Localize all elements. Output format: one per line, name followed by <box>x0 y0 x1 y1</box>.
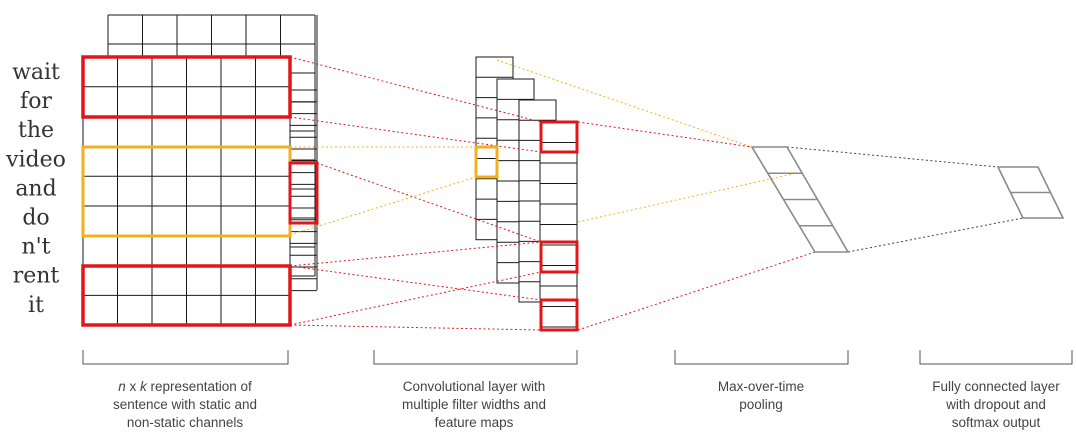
section-bracket <box>674 350 849 365</box>
caption-input-line3: non-static channels <box>126 415 244 430</box>
caption-convolutional-layer: Convolutional layer with multiple filter… <box>402 378 546 432</box>
feature-maps <box>475 56 578 328</box>
caption-pool-line2: pooling <box>739 397 783 412</box>
caption-max-pooling: Max-over-time pooling <box>718 378 804 414</box>
filter-box <box>81 55 292 119</box>
var-k: k <box>139 379 147 394</box>
word-token: and <box>15 176 56 201</box>
section-bracket <box>373 350 578 365</box>
caption-fully-connected: Fully connected layer with dropout and s… <box>932 378 1060 432</box>
word-token: it <box>28 293 44 318</box>
filter-box <box>539 120 579 154</box>
word-token: for <box>20 89 52 114</box>
caption-fc-line1: Fully connected layer <box>932 379 1060 394</box>
nonstatic-channel-grid <box>82 56 291 326</box>
fully-connected-output <box>996 166 1065 219</box>
word-token: do <box>22 206 49 231</box>
connector-line <box>577 251 816 331</box>
filter-box <box>539 240 579 274</box>
word-token: video <box>5 147 66 172</box>
caption-conv-line2: multiple filter widths and <box>401 397 547 412</box>
var-n: n <box>118 379 126 394</box>
connector-line <box>289 116 542 153</box>
section-bracket <box>919 350 1073 365</box>
connector-line <box>289 241 542 267</box>
word-token: wait <box>12 60 60 85</box>
filter-box <box>474 145 499 179</box>
connector-line <box>289 176 477 236</box>
caption-input-line1-rest: representation of <box>146 379 252 394</box>
filter-box <box>539 298 579 332</box>
caption-fc-line3: softmax output <box>951 415 1041 430</box>
caption-pool-line1: Max-over-time <box>717 379 805 394</box>
word-token: n't <box>21 235 50 260</box>
connector-line <box>289 324 542 331</box>
back-grid-strip <box>290 15 318 292</box>
caption-input-line2: sentence with static and <box>112 397 258 412</box>
connector-line <box>316 162 542 243</box>
var-x: x <box>125 379 140 394</box>
connector-line <box>847 217 1024 253</box>
filter-box <box>288 161 319 225</box>
word-token: rent <box>13 264 60 289</box>
word-token: the <box>18 118 54 143</box>
filter-box <box>81 264 292 327</box>
caption-input-representation: n x k representation of sentence with st… <box>113 378 257 432</box>
caption-conv-line3: feature maps <box>434 415 514 430</box>
output-outline <box>996 166 1065 219</box>
max-pool-vector <box>750 146 850 253</box>
connector-line <box>577 121 753 148</box>
section-bracket <box>82 350 289 365</box>
connector-line <box>577 172 798 223</box>
connector-lines <box>289 56 1024 331</box>
connector-line <box>786 146 999 168</box>
caption-input-line1: n x k representation of <box>113 378 257 396</box>
connector-line <box>289 265 542 301</box>
pool-outline <box>750 146 850 253</box>
section-brackets <box>82 350 1073 365</box>
caption-fc-line2: with dropout and <box>946 397 1046 412</box>
filter-highlights <box>81 55 579 332</box>
sentence-words: wait for the video and do n't rent it <box>5 60 66 318</box>
caption-conv-line1: Convolutional layer with <box>402 379 546 394</box>
connector-line <box>289 56 542 123</box>
